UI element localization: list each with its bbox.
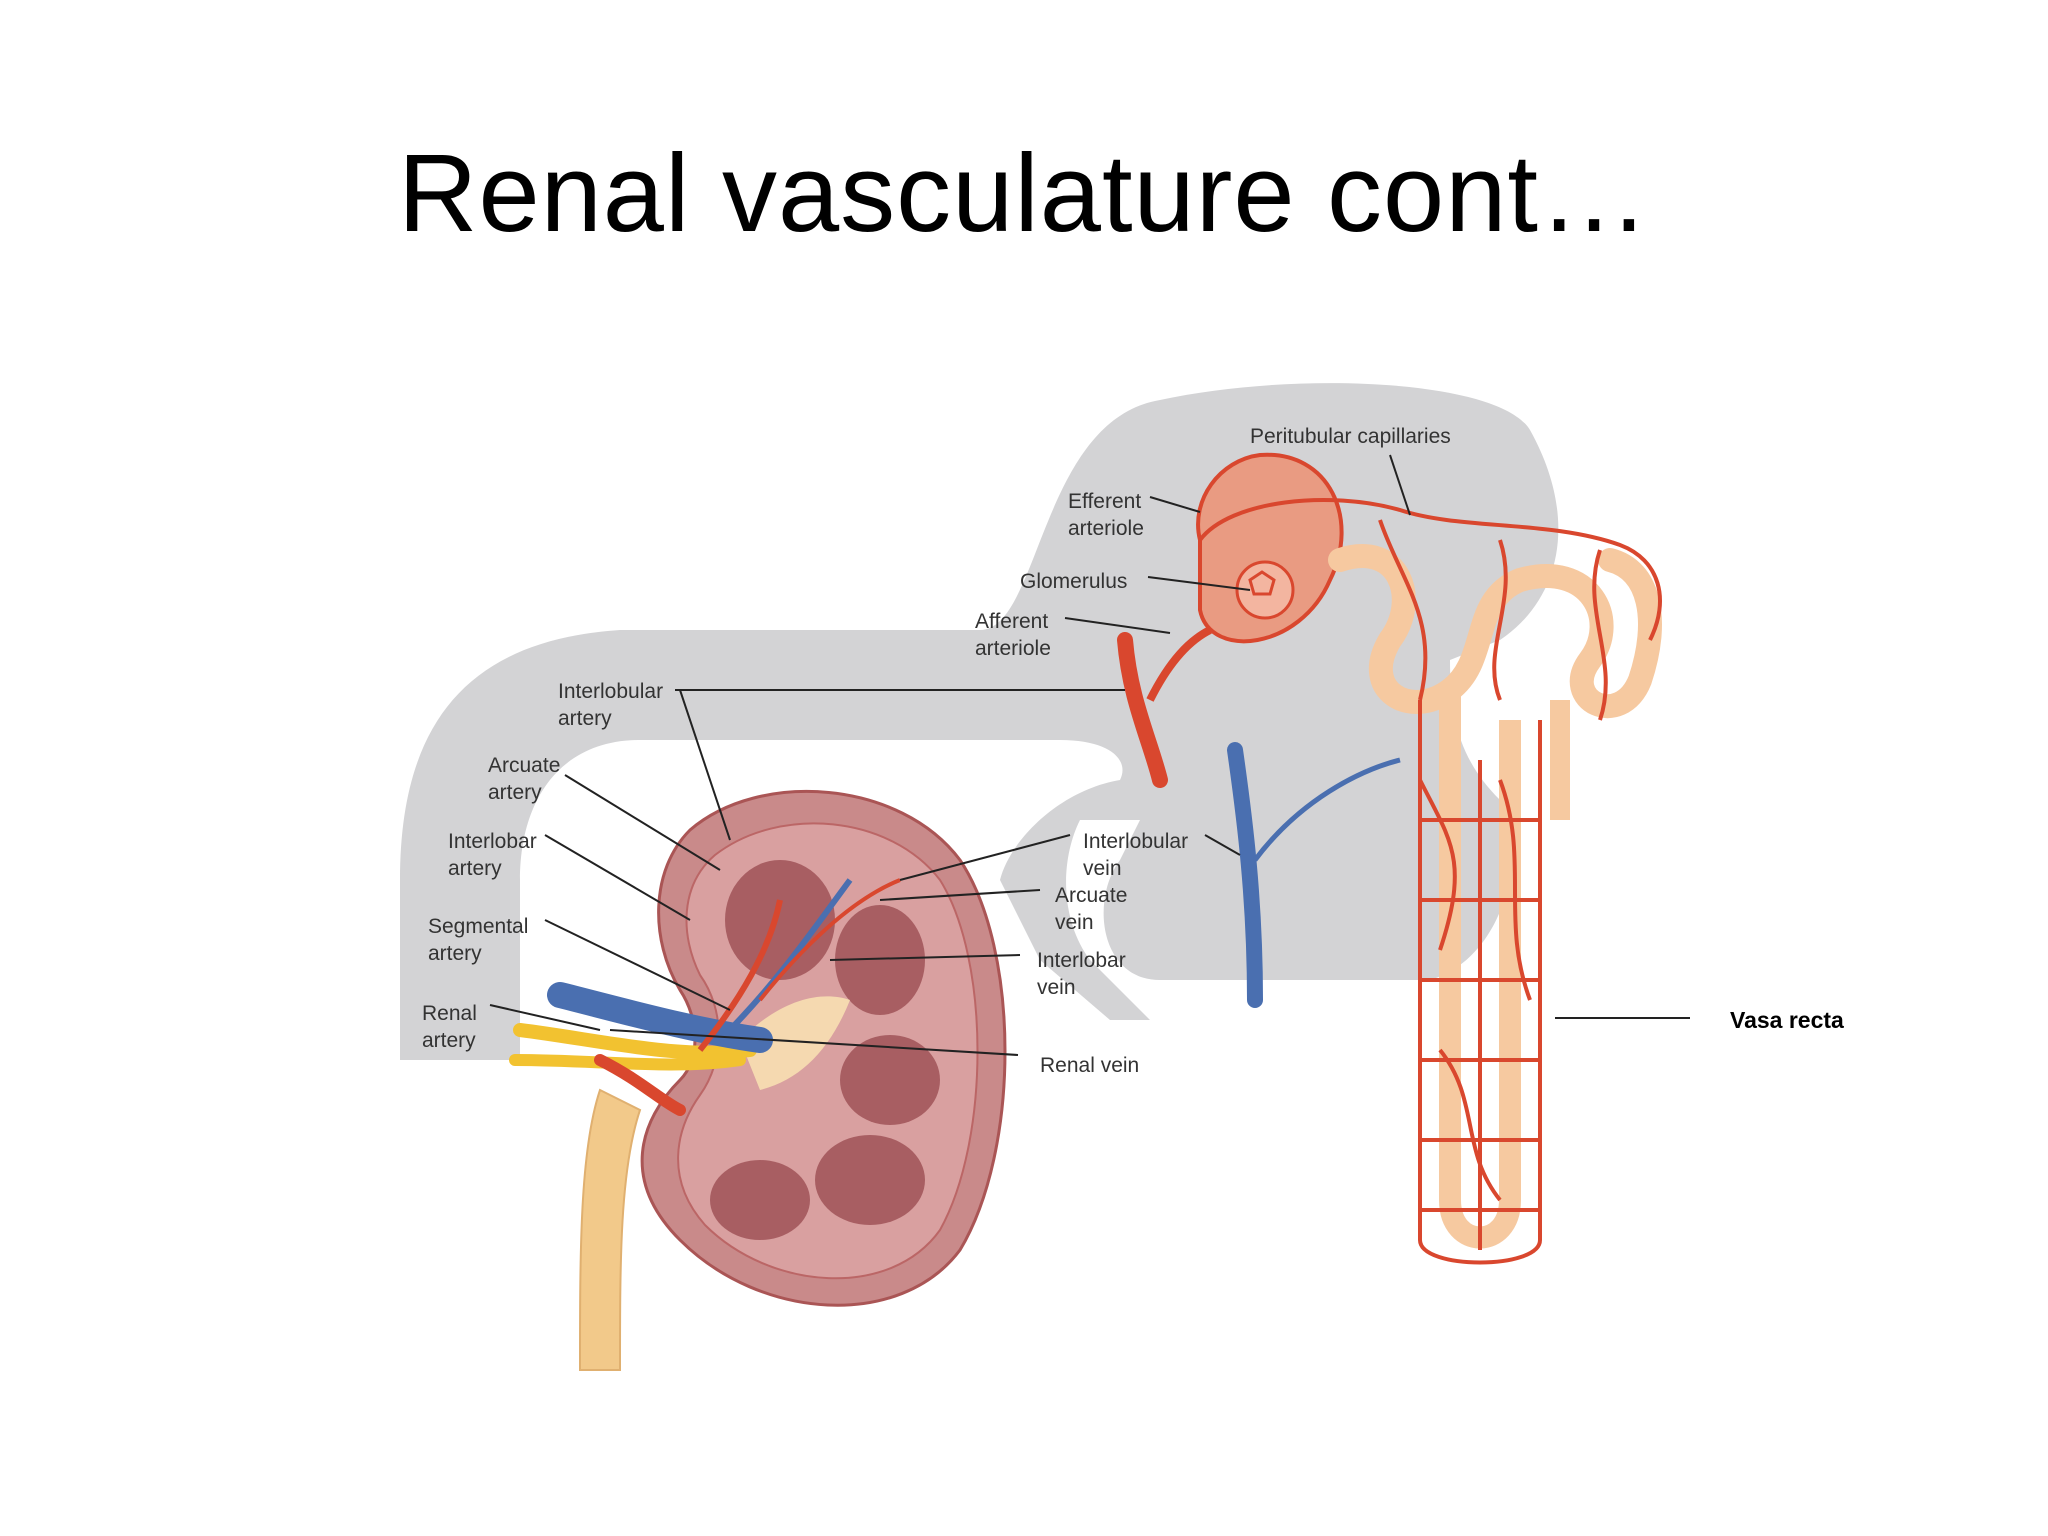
kidney [640, 789, 1007, 1307]
label-arcuate-artery-1: Arcuate [488, 754, 560, 777]
renal-pyramid [815, 1135, 925, 1225]
label-vasa-recta: Vasa recta [1730, 1007, 1844, 1033]
label-afferent-arteriole-2: arteriole [975, 637, 1051, 660]
renal-pyramid [840, 1035, 940, 1125]
renal-pyramid [725, 860, 835, 980]
renal-pyramid [710, 1160, 810, 1240]
slide-title: Renal vasculature cont… [398, 132, 1650, 255]
label-interlobar-vein-1: Interlobar [1037, 949, 1126, 972]
label-peritubular-capillaries: Peritubular capillaries [1250, 425, 1451, 448]
renal-pyramid [835, 905, 925, 1015]
label-interlobar-artery-1: Interlobar [448, 830, 537, 853]
venule [1253, 757, 1401, 862]
label-efferent-arteriole-2: arteriole [1068, 517, 1144, 540]
label-interlobular-artery-1: Interlobular [558, 680, 663, 703]
label-renal-artery-1: Renal [422, 1002, 477, 1025]
label-glomerulus: Glomerulus [1020, 570, 1127, 593]
label-interlobular-vein-1: Interlobular [1083, 830, 1188, 853]
label-arcuate-vein-2: vein [1055, 911, 1094, 934]
label-interlobular-vein-2: vein [1083, 857, 1122, 880]
label-arcuate-artery-2: artery [488, 781, 542, 804]
label-arcuate-vein-1: Arcuate [1055, 884, 1127, 907]
renal-pelvis [740, 996, 850, 1090]
label-interlobar-artery-2: artery [448, 857, 502, 880]
ureter [578, 1088, 642, 1371]
peritubular-capillaries-network [1198, 498, 1662, 1265]
afferent-vessel [1146, 626, 1212, 702]
hilum-vessels [509, 878, 901, 1116]
label-interlobar-vein-2: vein [1037, 976, 1076, 999]
label-renal-vein: Renal vein [1040, 1054, 1139, 1077]
leader-lines [489, 454, 1690, 1056]
label-afferent-arteriole-1: Afferent [975, 610, 1048, 633]
label-segmental-artery-2: artery [428, 942, 482, 965]
label-interlobular-artery-2: artery [558, 707, 612, 730]
diagram-labels: Peritubular capillaries Efferent arterio… [422, 425, 1844, 1077]
interlobular-artery-vessel [1117, 632, 1168, 788]
interlobular-vein-vessel [1227, 742, 1263, 1008]
label-renal-artery-2: artery [422, 1029, 476, 1052]
label-efferent-arteriole-1: Efferent [1068, 490, 1141, 513]
label-segmental-artery-1: Segmental [428, 915, 528, 938]
